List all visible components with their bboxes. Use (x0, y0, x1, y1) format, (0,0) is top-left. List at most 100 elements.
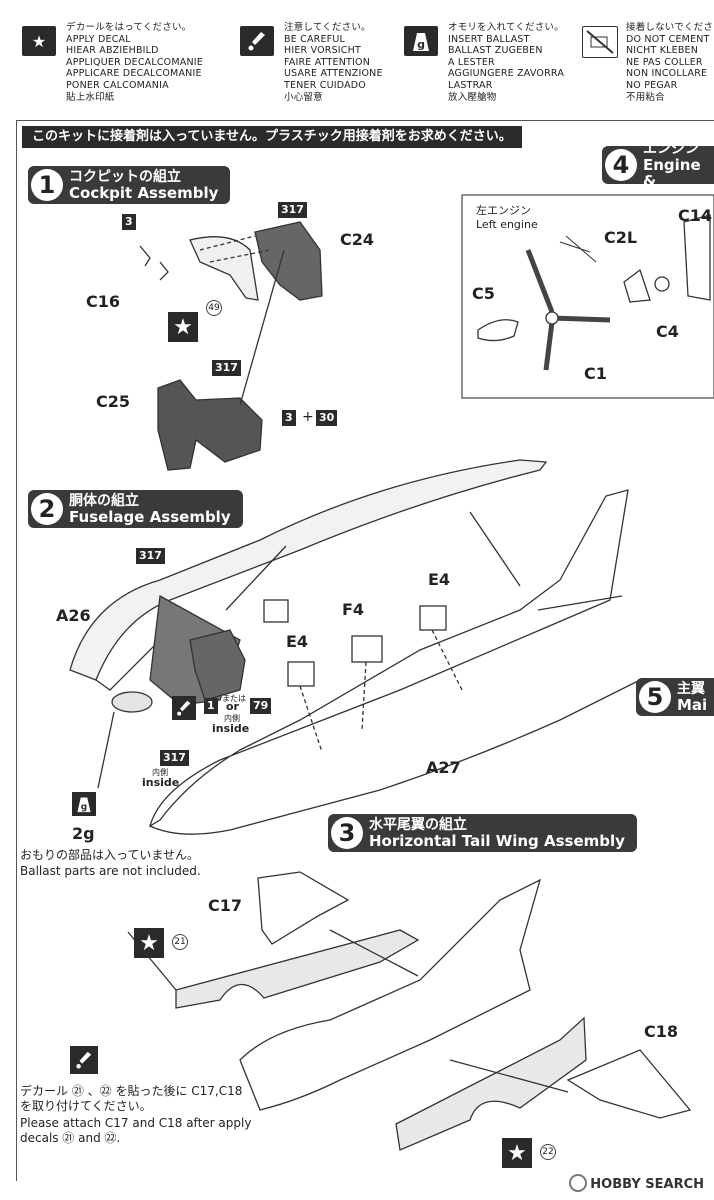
legend-text: 接着しないでください。 (626, 22, 714, 33)
legend-text: APPLICARE DECALCOMANIE (66, 68, 202, 80)
part-label-a26: A26 (56, 606, 91, 625)
inside-label-jp: 内側 (152, 768, 168, 777)
or-label-jp: または (222, 694, 246, 703)
paint-code-box: 79 (250, 698, 272, 714)
tail-note-en-2: decals ㉑ and ㉒. (20, 1131, 121, 1145)
legend-text: LASTRAR (448, 79, 493, 91)
part-label-c1: C1 (584, 364, 607, 383)
care-icon (172, 696, 196, 720)
inside-label-jp: 内側 (224, 714, 240, 723)
ballast-icon: g (72, 792, 96, 816)
legend-text: INSERT BALLAST (448, 33, 530, 45)
plus-sign: + (302, 409, 314, 425)
step-number: 2 (31, 493, 63, 525)
tail-note-jp-2: を取り付けてください。 (20, 1099, 152, 1113)
step-number: 1 (31, 169, 63, 201)
paint-code-box: 317 (160, 750, 189, 766)
part-label-c16: C16 (86, 292, 121, 311)
part-label-c24: C24 (340, 230, 375, 249)
legend-text: 放入壓艙物 (448, 91, 497, 103)
paint-code-box: 30 (316, 410, 338, 426)
step-title-jp: 胴体の組立 (69, 493, 139, 509)
care-icon (70, 1046, 98, 1074)
decal-number: 49 (206, 300, 222, 316)
step-title-en: Fuselage Assembly (69, 508, 231, 526)
step-number: 4 (605, 149, 637, 181)
legend-text: APPLY DECAL (66, 33, 131, 45)
part-label-c18: C18 (644, 1022, 679, 1041)
legend-text: AGGIUNGERE ZAVORRA (448, 68, 565, 80)
legend-row: ★ デカールをはってください。 APPLY DECAL HIEAR ABZIEH… (0, 22, 714, 112)
legend-text: オモリを入れてください。 (448, 22, 564, 33)
step-title-jp: コクピットの組立 (69, 169, 181, 185)
legend-text: デカールをはってください。 (66, 22, 192, 33)
legend-text: NO PEGAR (626, 79, 678, 91)
paint-code-box: 317 (278, 202, 307, 218)
step-title-jp: 主翼 (677, 681, 705, 697)
ballast-icon: g (404, 26, 438, 56)
paint-code-box: 317 (212, 360, 241, 376)
star-decal-icon: ★ (22, 26, 56, 56)
ballast-weight: 2g (72, 824, 95, 843)
legend-text: 注意してください。 (284, 22, 371, 33)
legend-text: 不用粘合 (626, 91, 665, 103)
legend-text: APPLIQUER DECALCOMANIE (66, 56, 203, 68)
legend-text: HIEAR ABZIEHBILD (66, 45, 159, 57)
glue-warning-banner: このキットに接着剤は入っていません。プラスチック用接着剤をお求めください。 (22, 126, 522, 148)
decal-number: 21 (172, 934, 188, 950)
part-label-c5: C5 (472, 284, 495, 303)
step-title-jp: 水平尾翼の組立 (369, 817, 467, 833)
part-label-c2l: C2L (604, 228, 638, 247)
legend-text: BE CAREFUL (284, 33, 345, 45)
step-number: 5 (639, 681, 671, 713)
legend-text: BALLAST ZUGEBEN (448, 45, 543, 57)
watermark: HOBBY SEARCH (569, 1174, 704, 1192)
star-decal-icon: ★ (502, 1138, 532, 1168)
legend-text: NICHT KLEBEN (626, 45, 699, 57)
or-label-en: or (226, 700, 239, 713)
step-number: 3 (331, 817, 363, 849)
paint-code-box: 3 (282, 410, 296, 426)
tail-note-jp-1: デカール ㉑ 、㉒ を貼った後に C17,C18 (20, 1084, 243, 1098)
legend-text: PONER CALCOMANIA (66, 79, 169, 91)
instruction-frame (16, 120, 714, 1181)
part-label-e4-lower: E4 (286, 632, 309, 651)
watermark-text: HOBBY SEARCH (590, 1177, 704, 1192)
legend-text: USARE ATTENZIONE (284, 68, 383, 80)
part-label-f4: F4 (342, 600, 365, 619)
part-label-c4: C4 (656, 322, 679, 341)
legend-text: 小心留意 (284, 91, 323, 103)
part-label-c17: C17 (208, 896, 243, 915)
legend-text: 貼上水印紙 (66, 91, 115, 103)
legend-text: HIER VORSICHT (284, 45, 361, 57)
part-label-c25: C25 (96, 392, 131, 411)
step-title-en: Mai (677, 696, 708, 714)
left-engine-label-en: Left engine (476, 218, 538, 231)
ballast-note-jp: おもりの部品は入っていません。 (20, 848, 200, 862)
legend-text: A LESTER (448, 56, 495, 68)
inside-label-en: inside (212, 722, 250, 735)
inside-label-en: inside (142, 776, 180, 789)
part-label-c14: C14 (678, 206, 713, 225)
step-title-en: Engine & (643, 156, 701, 190)
legend-text: TENER CUIDADO (284, 79, 366, 91)
paint-code-box: 3 (122, 214, 136, 230)
svg-text:g: g (417, 38, 425, 51)
star-decal-icon: ★ (168, 312, 198, 342)
decal-number: 22 (540, 1144, 556, 1160)
step-title-jp: エンジン (643, 141, 699, 157)
part-label-a27: A27 (426, 758, 461, 777)
step-title-en: Horizontal Tail Wing Assembly (369, 832, 625, 850)
step-title-en: Cockpit Assembly (69, 184, 219, 202)
hobby-search-logo-icon (569, 1174, 588, 1192)
care-icon (240, 26, 274, 56)
no-cement-icon (582, 26, 618, 58)
left-engine-label-jp: 左エンジン (476, 204, 531, 217)
legend-text: NE PAS COLLER (626, 56, 703, 68)
paint-code-box: 1 (204, 698, 218, 714)
tail-note-en-1: Please attach C17 and C18 after apply (20, 1116, 252, 1130)
